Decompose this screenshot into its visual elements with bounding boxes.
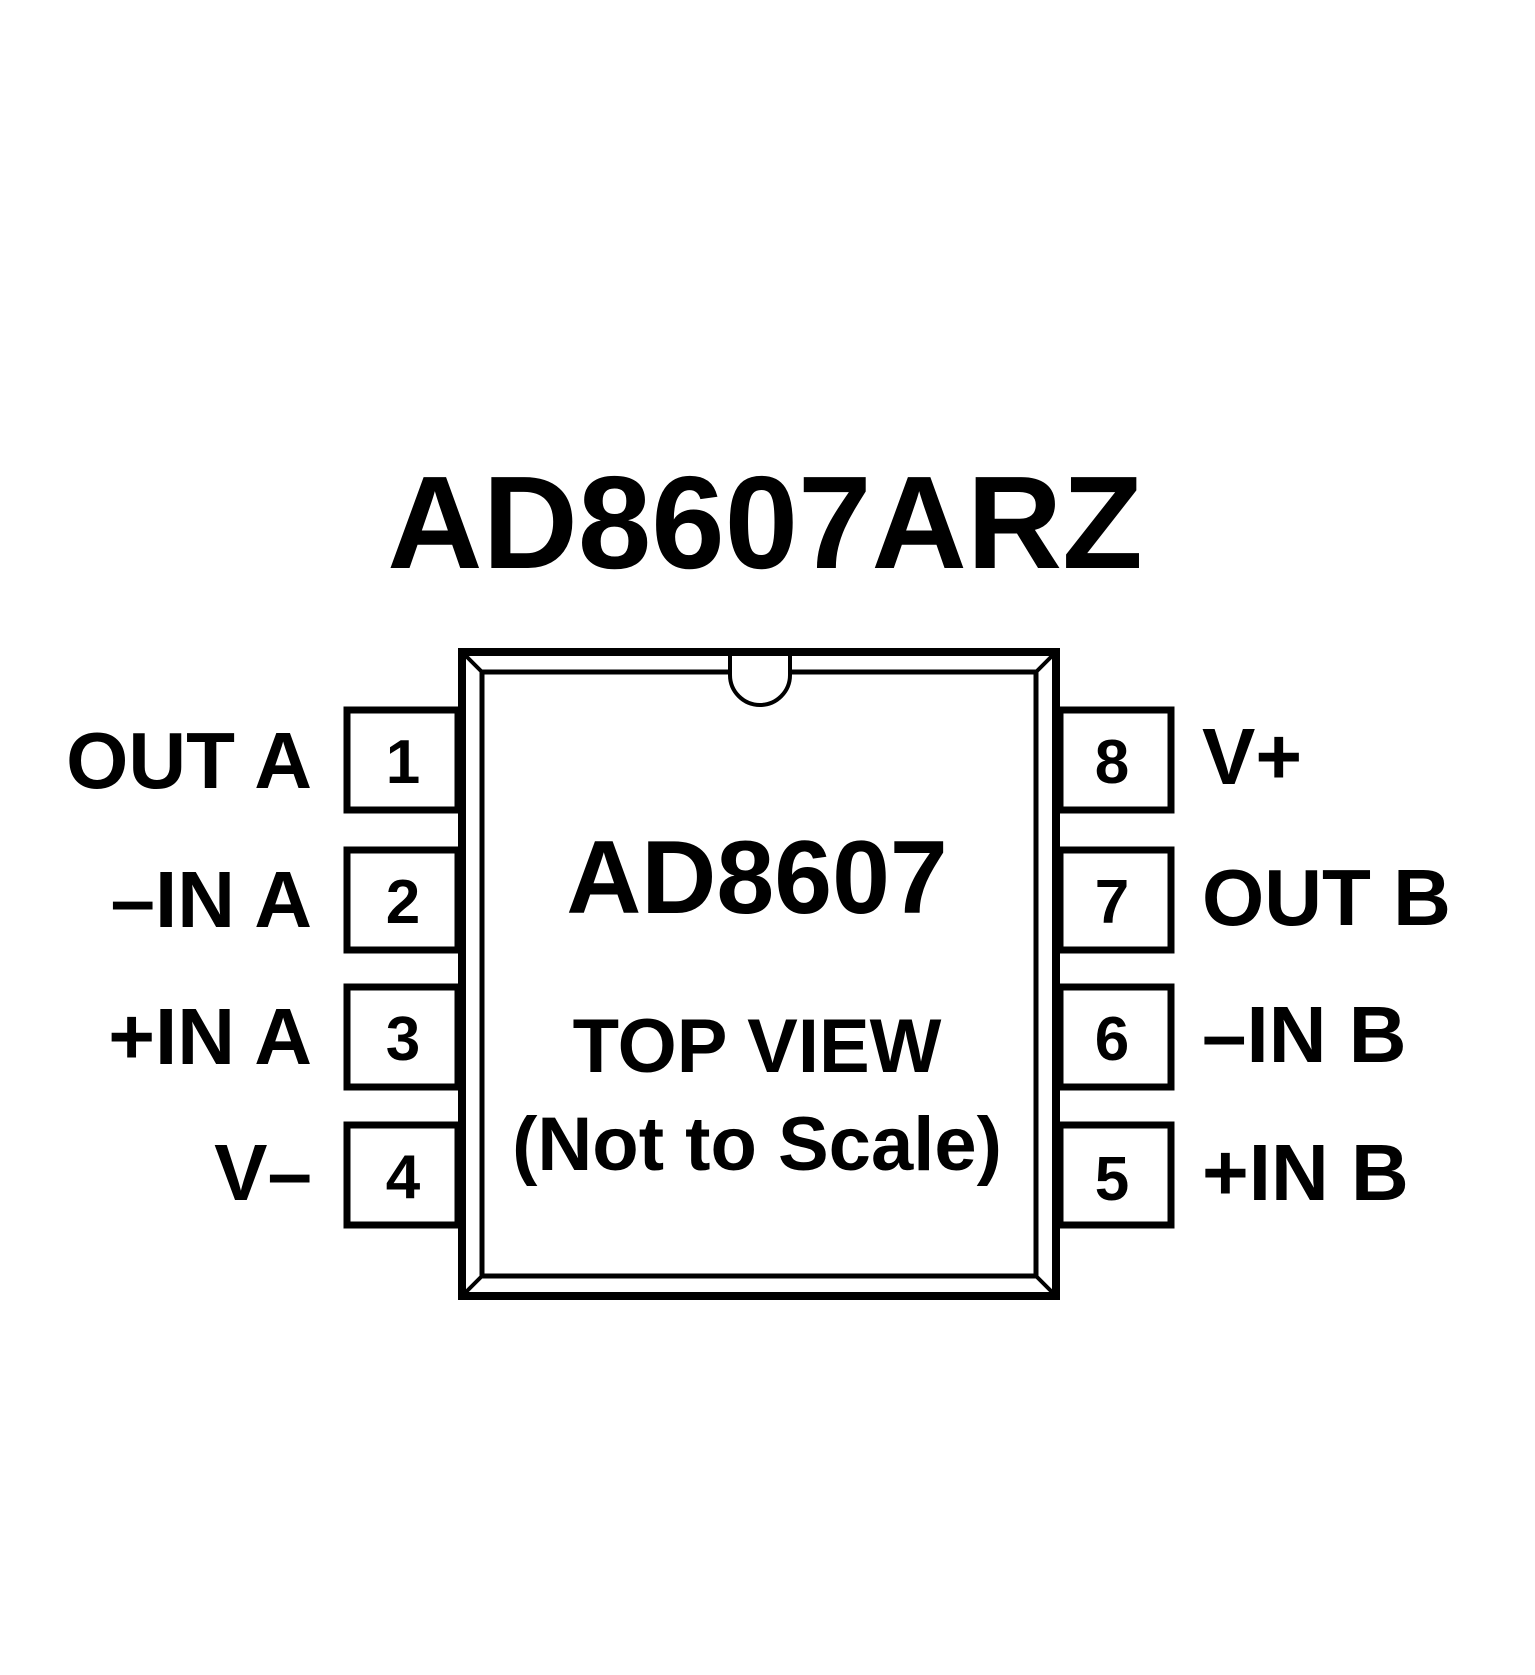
pin-2: 2 –IN A bbox=[110, 846, 462, 954]
pin-label: –IN A bbox=[110, 855, 312, 944]
pin-number: 2 bbox=[386, 868, 420, 937]
pin-3: 3 +IN A bbox=[108, 983, 462, 1091]
chip-body bbox=[458, 648, 1060, 1300]
pin-number: 8 bbox=[1095, 728, 1129, 797]
pin-7: 7 OUT B bbox=[1056, 846, 1451, 954]
chip-name: AD8607 bbox=[566, 820, 948, 936]
pin-number: 5 bbox=[1095, 1145, 1129, 1214]
pin-1: 1 OUT A bbox=[66, 706, 462, 814]
pin-4: 4 V– bbox=[214, 1121, 462, 1229]
chip-scale-note: (Not to Scale) bbox=[512, 1102, 1002, 1187]
part-number-title: AD8607ARZ bbox=[387, 449, 1143, 596]
chip-view-label: TOP VIEW bbox=[573, 1004, 942, 1089]
pin1-notch bbox=[728, 656, 792, 707]
pin-number: 3 bbox=[386, 1005, 420, 1074]
pin-number: 1 bbox=[386, 728, 420, 797]
pin-number: 7 bbox=[1095, 868, 1129, 937]
pin-5: 5 +IN B bbox=[1056, 1121, 1409, 1229]
pin-label: V– bbox=[214, 1128, 312, 1217]
pin-label: –IN B bbox=[1202, 990, 1407, 1079]
pin-number: 4 bbox=[386, 1143, 421, 1212]
pin-6: 6 –IN B bbox=[1056, 983, 1407, 1091]
pin-label: OUT B bbox=[1202, 853, 1451, 942]
pin-8: 8 V+ bbox=[1056, 706, 1302, 814]
pin-number: 6 bbox=[1095, 1005, 1129, 1074]
pin-label: OUT A bbox=[66, 716, 312, 805]
pin-label: +IN B bbox=[1202, 1128, 1409, 1217]
pin-label: +IN A bbox=[108, 992, 312, 1081]
pin-label: V+ bbox=[1202, 712, 1302, 801]
